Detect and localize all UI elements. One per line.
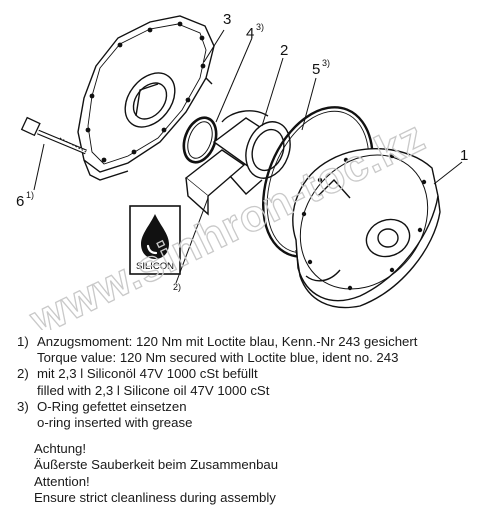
- assembly-notes: 1) Anzugsmoment: 120 Nm mit Loctite blau…: [17, 334, 472, 506]
- note-1: 1) Anzugsmoment: 120 Nm mit Loctite blau…: [17, 334, 472, 366]
- warning-title-de: Achtung!: [34, 441, 87, 457]
- label-part-4: 4: [246, 25, 254, 42]
- note-text-en: o-ring inserted with grease: [37, 415, 193, 431]
- label-part-5-note: 3): [322, 58, 330, 68]
- warning-text-de: Äußerste Sauberkeit beim Zusammenbau: [34, 457, 279, 473]
- label-part-4-note: 3): [256, 22, 264, 32]
- cleanliness-warning: Achtung! Äußerste Sauberkeit beim Zusamm…: [17, 441, 472, 506]
- part-1-housing: [292, 148, 441, 309]
- part-2-hub: [184, 110, 291, 216]
- note-number: 1): [17, 334, 29, 349]
- label-part-6: 6: [16, 193, 24, 210]
- note-3: 3) O-Ring gefettet einsetzen o-ring inse…: [17, 399, 472, 431]
- label-silicone-note: 2): [173, 282, 181, 292]
- warning-text-en: Ensure strict cleanliness during assembl…: [34, 489, 276, 505]
- badge-label: SILICON: [136, 261, 174, 272]
- note-2: 2) mit 2,3 l Siliconöl 47V 1000 cSt befü…: [17, 366, 472, 398]
- note-text-de: mit 2,3 l Siliconöl 47V 1000 cSt befüllt: [37, 366, 258, 382]
- label-part-1: 1: [460, 147, 468, 164]
- part-4-o-ring: [182, 116, 218, 164]
- exploded-assembly-drawing: 3 4 3) 2 5 3) 1 6 1) 2) SILICON www.sinh…: [16, 11, 468, 330]
- note-text-de: Anzugsmoment: 120 Nm mit Loctite blau, K…: [37, 334, 418, 349]
- label-part-5: 5: [312, 61, 320, 78]
- label-part-2: 2: [280, 42, 288, 59]
- part-3-cover-plate: [77, 15, 215, 181]
- note-number: 3): [17, 398, 29, 414]
- note-text-en: filled with 2,3 l Silicone oil 47V 1000 …: [37, 382, 270, 398]
- warning-title-en: Attention!: [34, 473, 90, 489]
- note-text-en: Torque value: 120 Nm secured with Loctit…: [37, 350, 399, 366]
- silicon-oil-badge: SILICON: [129, 205, 181, 275]
- note-number: 2): [17, 366, 29, 382]
- label-part-6-note: 1): [26, 190, 34, 200]
- label-part-3: 3: [223, 11, 231, 28]
- note-text-de: O-Ring gefettet einsetzen: [37, 398, 187, 414]
- leader-lines: [33, 29, 463, 284]
- part-6-bolt: [20, 116, 87, 155]
